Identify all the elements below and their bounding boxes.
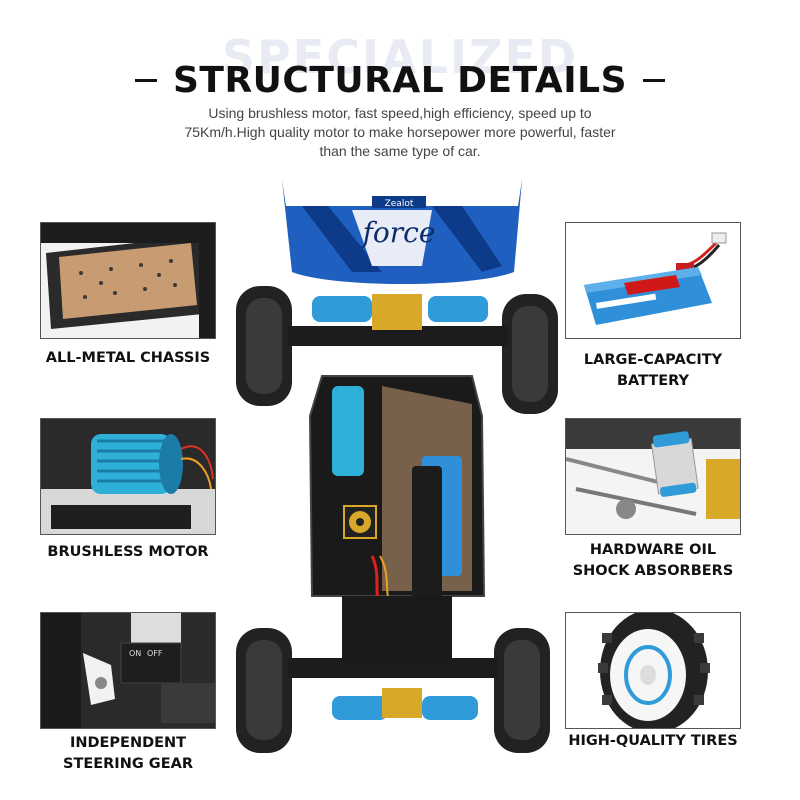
front-wing: Zealot force — [282, 180, 522, 284]
wing-logo: Zealot — [385, 199, 414, 209]
front-right-wheel — [502, 294, 558, 414]
watermark-text: SPECIALIZED — [221, 30, 579, 84]
shock-label: HARDWARE OIL SHOCK ABSORBERS — [533, 540, 773, 582]
switch-on-text: ON — [129, 649, 141, 658]
page-title: STRUCTURAL DETAILS — [172, 59, 628, 101]
rc-car-image: Zealot force — [236, 180, 558, 753]
steering-label-line2: STEERING GEAR — [63, 756, 193, 772]
battery-photo — [565, 222, 741, 339]
motor-photo — [40, 418, 216, 535]
rear-right-wheel — [494, 628, 550, 753]
title-dash-left — [134, 78, 157, 82]
chassis-photo — [40, 222, 216, 339]
wing-script: force — [361, 216, 436, 249]
rear-left-wheel — [236, 628, 292, 753]
steering-label: INDEPENDENT STEERING GEAR — [8, 733, 248, 775]
title-row: STRUCTURAL DETAILS — [0, 52, 800, 108]
battery-label: LARGE-CAPACITY BATTERY — [533, 350, 773, 392]
shock-label-line2: SHOCK ABSORBERS — [572, 563, 734, 579]
steering-gear-photo: ON OFF — [40, 612, 216, 729]
shock-label-line1: HARDWARE OIL — [589, 542, 717, 558]
tires-label: HIGH-QUALITY TIRES — [568, 733, 738, 749]
switch-off-text: OFF — [147, 649, 163, 658]
front-left-wheel — [236, 286, 292, 406]
steering-label-line1: INDEPENDENT — [69, 735, 187, 751]
shock-absorber-photo — [565, 418, 741, 535]
battery-label-line1: LARGE-CAPACITY — [583, 352, 723, 368]
tire-photo — [565, 612, 741, 729]
battery-label-line2: BATTERY — [616, 373, 690, 389]
chassis-label: ALL-METAL CHASSIS — [45, 350, 211, 366]
page-subtitle: Using brushless motor, fast speed,high e… — [184, 105, 616, 159]
title-dash-right — [643, 78, 666, 82]
motor-label: BRUSHLESS MOTOR — [47, 544, 209, 560]
